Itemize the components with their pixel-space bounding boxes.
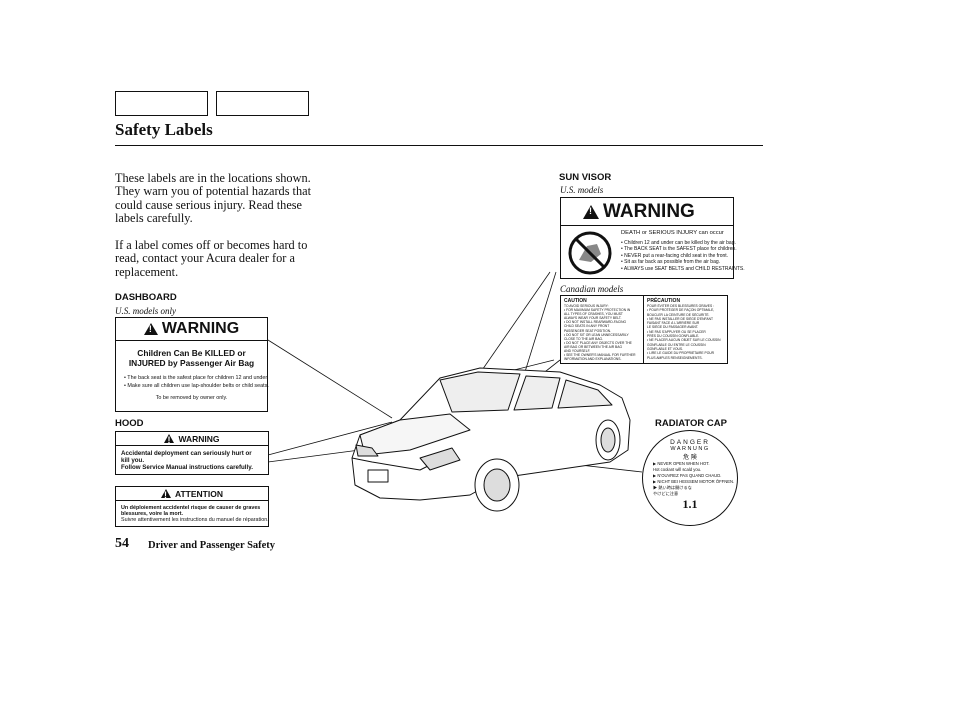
precaution-line: FAISANT FACE À L'ARRIÈRE SUR xyxy=(647,321,700,326)
hood-text-2: kill you. xyxy=(121,457,145,464)
caution-line: AND YOURSELF. xyxy=(564,349,591,354)
caution-line: • FOR MAXIMUM SAFETY PROTECTION IN xyxy=(564,308,631,313)
radiator-line: ▶ NEVER OPEN WHEN HOT. xyxy=(653,461,710,466)
sun-visor-sub-us: U.S. models xyxy=(560,185,604,195)
dashboard-label: DASHBOARD xyxy=(115,292,177,303)
sun-visor-death-line: DEATH or SERIOUS INJURY can occur xyxy=(621,230,724,236)
sun-visor-warning-word: WARNING xyxy=(603,200,695,222)
radiator-line: Hot coolant will scald you. xyxy=(653,467,702,472)
dashboard-warning-label: WARNING Children Can Be KILLED or INJURE… xyxy=(115,317,269,412)
sun-visor-precaution-title: PRÉCAUTION xyxy=(647,298,681,304)
precaution-line: • POUR PROTÉGER DE FAÇON OPTIMALE, xyxy=(647,308,715,313)
warning-triangle-icon xyxy=(164,434,175,445)
warning-triangle-icon xyxy=(143,323,158,335)
radiator-danger: DANGER xyxy=(670,439,710,446)
sun-visor-sub-ca: Canadian models xyxy=(560,284,624,294)
radiator-rating: 1.1 xyxy=(682,497,698,511)
sun-visor-us-label: WARNING DEATH or SERIOUS INJURY can occu… xyxy=(560,197,745,279)
sun-visor-bullet: • The BACK SEAT is the SAFEST place for … xyxy=(621,246,737,253)
sun-visor-caution-lines: TO AVOID SERIOUS INJURY: • FOR MAXIMUM S… xyxy=(564,304,640,361)
sun-visor-precaution-col: PRÉCAUTION POUR ÉVITER DES BLESSURES GRA… xyxy=(644,296,727,363)
precaution-line: • NE PAS S'APPUYER OU SE PLACER xyxy=(647,329,706,334)
hood-fr-3: Suivre attentivement les instructions du… xyxy=(121,517,269,523)
caution-line: TO AVOID SERIOUS INJURY: xyxy=(564,304,609,308)
precaution-line: POUR ÉVITER DES BLESSURES GRAVES : xyxy=(647,304,714,308)
dashboard-sub: U.S. models only xyxy=(115,306,176,316)
precaution-line: • NE PAS INSTALLER DE SIÈGE D'ENFANT xyxy=(647,316,713,321)
caution-line: PASSENGER SEAT POSITION. xyxy=(564,328,612,333)
sun-visor-caution-col: CAUTION TO AVOID SERIOUS INJURY: • FOR M… xyxy=(561,296,644,363)
warning-triangle-icon xyxy=(160,489,171,500)
caution-line: • DO NOT PLACE ANY OBJECTS OVER THE xyxy=(564,340,632,345)
sun-visor-bullet: • NEVER put a rear-facing child seat in … xyxy=(621,252,729,259)
sun-visor-bullets: • Children 12 and under can be killed by… xyxy=(621,240,745,272)
header-tab-box-2 xyxy=(216,91,309,116)
hood-attention-label: ATTENTION Un déploiement accidentel risq… xyxy=(115,486,269,527)
precaution-line: GONFLABLE OU ENTRE LE COUSSIN xyxy=(647,342,706,347)
hood-attention-word: ATTENTION xyxy=(174,488,223,499)
caution-line: • DO NOT SIT OR LEAN UNNECESSARILY xyxy=(564,332,629,337)
radiator-lines: ▶ NEVER OPEN WHEN HOT. Hot coolant will … xyxy=(643,461,737,497)
caution-line: CHILD SEATS IN ANY FRONT xyxy=(564,324,610,329)
precaution-line: PLUS AMPLES RENSEIGNEMENTS. xyxy=(647,355,703,360)
caution-line: • DO NOT INSTALL REARWARD-FACING xyxy=(564,320,627,325)
caution-line: AIR BAG OR BETWEEN THE AIR BAG xyxy=(564,344,623,349)
page-title: Safety Labels xyxy=(115,120,213,139)
precaution-line: GONFLABLE ET VOUS. xyxy=(647,346,684,351)
dashboard-headline-1: Children Can Be KILLED or xyxy=(137,348,246,358)
dashboard-bullet-1: • The back seat is the safest place for … xyxy=(124,375,269,381)
dashboard-headline-2: INJURED by Passenger Air Bag xyxy=(128,358,255,368)
caution-line: CLOSE TO THE AIR BAG. xyxy=(564,336,604,341)
radiator-jp: 危 険 xyxy=(683,455,697,461)
hood-text-3: Follow Service Manual instructions caref… xyxy=(121,464,253,471)
sun-visor-precaution-lines: POUR ÉVITER DES BLESSURES GRAVES : • POU… xyxy=(647,304,724,360)
header-tab-box-1 xyxy=(115,91,208,116)
intro-paragraph-2: If a label comes off or becomes hard to … xyxy=(115,238,308,279)
radiator-line: ▶ N'OUVREZ PAS QUAND CHAUD. xyxy=(653,473,722,478)
precaution-line: • LIRE LE GUIDE DU PROPRIÉTAIRE POUR xyxy=(647,351,715,356)
dashboard-bullet-2: • Make sure all children use lap-shoulde… xyxy=(124,383,269,389)
warning-triangle-icon xyxy=(583,204,599,219)
radiator-line: ▶ NICHT BEI HEISSEM MOTOR ÖFFNEN. xyxy=(653,479,735,484)
sun-visor-caution-title: CAUTION xyxy=(564,298,587,304)
radiator-line: やけどに注意 xyxy=(653,491,679,496)
precaution-line: PRÈS DU COUSSIN GONFLABLE. xyxy=(647,334,700,339)
hood-warning-word: WARNING xyxy=(178,433,220,444)
sun-visor-label: SUN VISOR xyxy=(559,172,612,183)
precaution-line: • NE PLACER AUCUN OBJET SUR LE COUSSIN xyxy=(647,338,721,343)
hood-text-1: Accidental deployment can seriously hurt… xyxy=(121,450,252,457)
hood-fr-1: Un déploiement accidentel risque de caus… xyxy=(121,505,261,511)
sun-visor-bullet: • ALWAYS use SEAT BELTS and CHILD RESTRA… xyxy=(621,265,745,272)
title-rule xyxy=(115,145,763,146)
sun-visor-warning-header: WARNING xyxy=(561,198,733,226)
radiator-cap-label: RADIATOR CAP xyxy=(655,418,727,429)
hood-attention-header: ATTENTION xyxy=(116,487,268,501)
hood-warning-header: WARNING xyxy=(116,432,268,446)
caution-line: ALL TYPES OF CRASHES, YOU MUST xyxy=(564,312,623,317)
sun-visor-ca-label: CAUTION TO AVOID SERIOUS INJURY: • FOR M… xyxy=(560,295,728,364)
radiator-warnung: WARNUNG xyxy=(670,446,710,452)
no-child-seat-icon xyxy=(568,231,612,275)
footer-section: Driver and Passenger Safety xyxy=(148,540,276,551)
caution-line: ALWAYS WEAR YOUR SAFETY BELT. xyxy=(564,316,622,321)
hood-fr-2: blessures, voire la mort. xyxy=(121,511,184,517)
hood-warning-label: WARNING Accidental deployment can seriou… xyxy=(115,431,269,475)
precaution-line: LE SIÈGE DU PASSAGER AVANT. xyxy=(647,325,699,330)
caution-line: INFORMATION AND EXPLANATIONS. xyxy=(564,357,622,362)
dashboard-footnote: To be removed by owner only. xyxy=(155,395,228,401)
dashboard-warning-word: WARNING xyxy=(161,320,240,337)
page-number: 54 xyxy=(115,536,129,551)
caution-line: • SEE THE OWNER'S MANUAL FOR FURTHER xyxy=(564,353,636,358)
sun-visor-bullet: • Sit as far back as possible from the a… xyxy=(621,259,721,266)
hood-label: HOOD xyxy=(115,418,144,429)
precaution-line: BOUCLER LA CEINTURE DE SÉCURITÉ. xyxy=(647,312,710,317)
radiator-line: ▶ 熱い時は開けるな xyxy=(653,485,692,490)
dashboard-warning-header: WARNING xyxy=(116,318,267,341)
radiator-cap-sticker: DANGER WARNUNG 危 険 ▶ NEVER OPEN WHEN HOT… xyxy=(642,430,738,526)
sun-visor-bullet: • Children 12 and under can be killed by… xyxy=(621,240,736,246)
intro-paragraph-1: These labels are in the locations shown.… xyxy=(115,171,311,226)
